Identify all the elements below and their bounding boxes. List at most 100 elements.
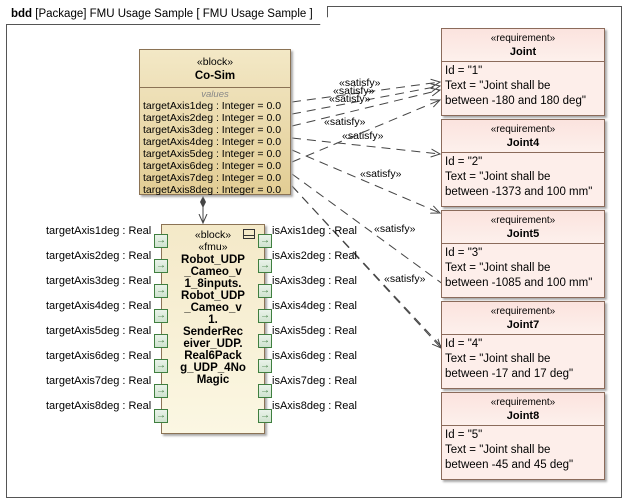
satisfy-line <box>291 86 440 115</box>
fmu-block[interactable]: «block» «fmu» Robot_UDP _Cameo_v 1_8inpu… <box>161 224 265 434</box>
requirement-header: «requirement» Joint5 <box>442 211 604 244</box>
requirement-joint5[interactable]: «requirement» Joint5 Id = "3" Text = "Jo… <box>441 210 605 298</box>
satisfy-label: «satisfy» <box>333 85 375 97</box>
requirement-header: «requirement» Joint8 <box>442 393 604 426</box>
cosim-block[interactable]: «block» Co-Sim values targetAxis1deg : I… <box>139 49 291 196</box>
fmu-name-line: Real6Pack <box>184 350 242 362</box>
value-property[interactable]: targetAxis4deg : Integer = 0.0 <box>143 136 282 148</box>
fmu-stereotype-block: «block» <box>194 229 232 241</box>
satisfy-line <box>291 82 440 103</box>
satisfy-label: «satisfy» <box>339 77 381 89</box>
fmu-stereotype-fmu: «fmu» <box>198 241 228 253</box>
input-port-label: targetAxis8deg : Real <box>46 400 152 412</box>
fmu-name-line: 1_8inputs. <box>184 278 242 290</box>
diagram-title: [Package] FMU Usage Sample [ FMU Usage S… <box>35 8 313 20</box>
input-port[interactable]: → <box>154 284 168 298</box>
requirement-stereotype: «requirement» <box>490 215 556 226</box>
requirement-id: Id = "4" <box>445 338 483 350</box>
fmu-name: Robot_UDP _Cameo_v 1_8inputs. Robot_UDP … <box>162 254 264 386</box>
values-compartment-label: values <box>201 89 229 100</box>
satisfy-label: «satisfy» <box>384 273 426 285</box>
output-port-label: isAxis5deg : Real <box>272 325 357 337</box>
requirement-id: Id = "3" <box>445 247 483 259</box>
output-port[interactable]: → <box>258 234 272 248</box>
input-port[interactable]: → <box>154 409 168 423</box>
requirement-text: between -45 and 45 deg" <box>445 459 574 471</box>
requirement-id: Id = "1" <box>445 65 483 77</box>
value-property[interactable]: targetAxis5deg : Integer = 0.0 <box>143 148 282 160</box>
requirement-text: between -180 and 180 deg" <box>445 95 586 107</box>
satisfy-line <box>291 149 440 213</box>
requirement-text: between -1085 and 100 mm" <box>445 277 593 289</box>
requirement-joint4[interactable]: «requirement» Joint4 Id = "2" Text = "Jo… <box>441 119 605 207</box>
value-property[interactable]: targetAxis1deg : Integer = 0.0 <box>143 100 282 112</box>
output-port[interactable]: → <box>258 359 272 373</box>
input-port-label: targetAxis7deg : Real <box>46 375 152 387</box>
input-port-label: targetAxis2deg : Real <box>46 250 152 262</box>
requirement-id: Id = "2" <box>445 156 483 168</box>
fmu-name-line: Robot_UDP <box>181 290 245 302</box>
diagram-frame-title: bdd [Package] FMU Usage Sample [ FMU Usa… <box>6 6 328 25</box>
output-port[interactable]: → <box>258 409 272 423</box>
input-port-label: targetAxis3deg : Real <box>46 275 152 287</box>
output-port-label: isAxis1deg : Real <box>272 225 357 237</box>
requirement-joint7[interactable]: «requirement» Joint7 Id = "4" Text = "Jo… <box>441 301 605 389</box>
fmu-name-line: SenderRec <box>182 326 244 338</box>
output-port-label: isAxis8deg : Real <box>272 400 357 412</box>
input-port[interactable]: → <box>154 359 168 373</box>
value-property[interactable]: targetAxis6deg : Integer = 0.0 <box>143 160 282 172</box>
fmu-name-line: _Cameo_v <box>184 266 242 278</box>
requirement-header: «requirement» Joint4 <box>442 120 604 153</box>
requirement-text: between -1373 and 100 mm" <box>445 186 593 198</box>
value-property[interactable]: targetAxis7deg : Integer = 0.0 <box>143 172 282 184</box>
requirement-text: Text = "Joint shall be <box>445 262 551 274</box>
satisfy-line <box>291 100 440 163</box>
input-port[interactable]: → <box>154 384 168 398</box>
cosim-name: Co-Sim <box>194 70 236 82</box>
value-property[interactable]: targetAxis8deg : Integer = 0.0 <box>143 184 282 196</box>
fmu-name-line: eiver_UDP. <box>183 338 243 350</box>
requirement-body: Id = "3" Text = "Joint shall be between … <box>442 244 604 291</box>
requirement-name: Joint4 <box>506 137 540 149</box>
input-port[interactable]: → <box>154 234 168 248</box>
requirement-text: Text = "Joint shall be <box>445 444 551 456</box>
requirement-text: Text = "Joint shall be <box>445 353 551 365</box>
requirement-text: Text = "Joint shall be <box>445 171 551 183</box>
input-port[interactable]: → <box>154 309 168 323</box>
input-port-label: targetAxis6deg : Real <box>46 350 152 362</box>
satisfy-line <box>291 137 440 154</box>
input-port[interactable]: → <box>154 334 168 348</box>
value-property[interactable]: targetAxis2deg : Integer = 0.0 <box>143 112 282 124</box>
requirement-joint8[interactable]: «requirement» Joint8 Id = "5" Text = "Jo… <box>441 392 605 480</box>
requirement-stereotype: «requirement» <box>490 124 556 135</box>
output-port[interactable]: → <box>258 384 272 398</box>
requirement-body: Id = "4" Text = "Joint shall be between … <box>442 335 604 382</box>
requirement-stereotype: «requirement» <box>490 33 556 44</box>
requirement-text: Text = "Joint shall be <box>445 80 551 92</box>
output-port-label: isAxis4deg : Real <box>272 300 357 312</box>
cosim-header: «block» Co-Sim <box>140 50 290 88</box>
requirement-joint[interactable]: «requirement» Joint Id = "1" Text = "Joi… <box>441 28 605 116</box>
input-port-label: targetAxis1deg : Real <box>46 225 152 237</box>
requirement-id: Id = "5" <box>445 429 483 441</box>
fmu-name-line: Robot_UDP <box>181 254 245 266</box>
satisfy-label: «satisfy» <box>360 168 402 180</box>
requirement-name: Joint <box>509 46 537 58</box>
output-port[interactable]: → <box>258 284 272 298</box>
satisfy-label: «satisfy» <box>342 130 384 142</box>
fmu-name-line: 1. <box>208 314 218 326</box>
output-port[interactable]: → <box>258 259 272 273</box>
composition-diamond <box>200 196 206 208</box>
input-port[interactable]: → <box>154 259 168 273</box>
output-port-label: isAxis7deg : Real <box>272 375 357 387</box>
satisfy-line <box>291 173 462 298</box>
requirement-header: «requirement» Joint <box>442 29 604 62</box>
fmu-name-line: _Cameo_v <box>184 302 242 314</box>
output-port[interactable]: → <box>258 309 272 323</box>
output-port-label: isAxis3deg : Real <box>272 275 357 287</box>
fmu-name-line: g_UDP_4No <box>180 362 246 374</box>
output-port-label: isAxis2deg : Real <box>272 250 357 262</box>
value-property[interactable]: targetAxis3deg : Integer = 0.0 <box>143 124 282 136</box>
output-port[interactable]: → <box>258 334 272 348</box>
requirement-body: Id = "5" Text = "Joint shall be between … <box>442 426 604 473</box>
